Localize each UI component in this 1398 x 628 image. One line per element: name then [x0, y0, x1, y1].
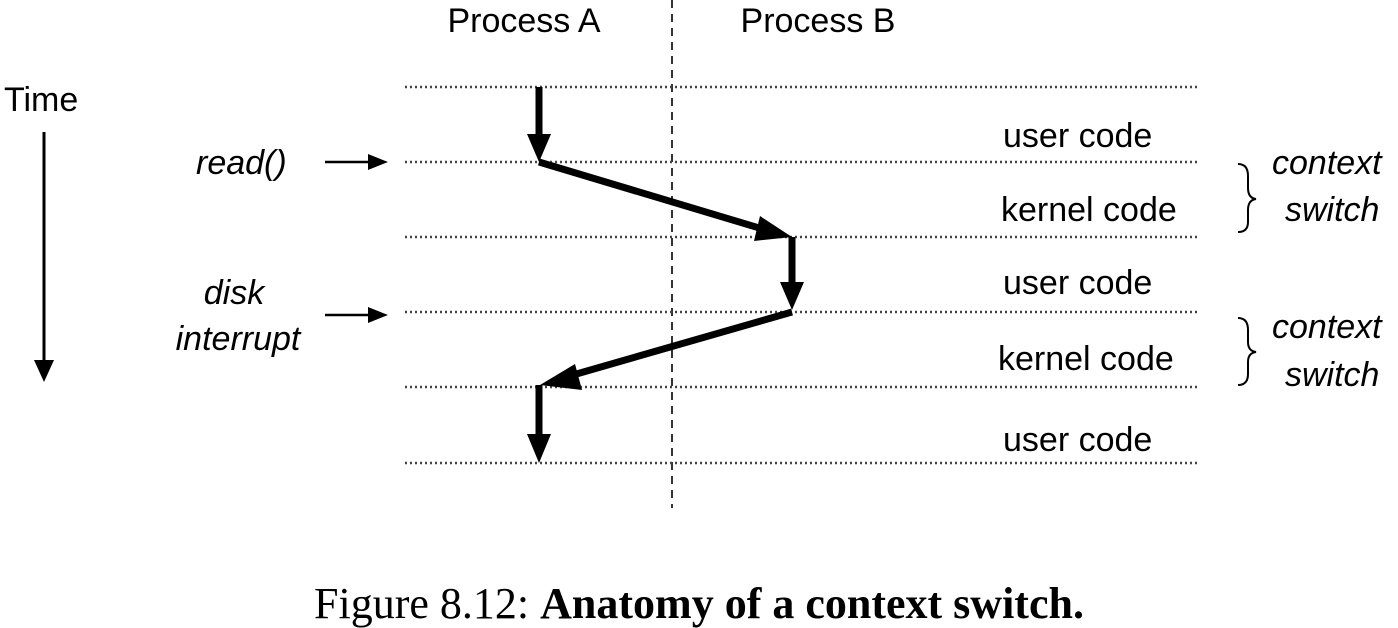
caption-prefix: Figure 8.12:	[314, 579, 541, 628]
context-switch-label-line1: context	[1272, 144, 1382, 182]
caption-title: Anatomy of a context switch.	[540, 579, 1084, 628]
process-b-label: Process B	[740, 2, 896, 40]
time-axis-arrow	[34, 132, 54, 382]
exec-arrow-a-to-b	[537, 158, 792, 241]
read-call-label: read()	[196, 144, 287, 182]
time-label: Time	[4, 81, 79, 119]
exec-arrow-b-to-a	[540, 308, 793, 390]
figure-caption: Figure 8.12: Anatomy of a context switch…	[0, 582, 1398, 626]
context-switch-label-line2: switch	[1285, 356, 1380, 394]
exec-arrow-a-user-2	[527, 385, 551, 463]
region-label-kernel-code: kernel code	[998, 340, 1174, 378]
context-switch-brace	[1237, 163, 1257, 233]
region-label-user-code: user code	[1003, 421, 1153, 459]
context-switch-brace	[1237, 317, 1257, 386]
execution-path	[527, 87, 804, 463]
region-label-user-code: user code	[1003, 264, 1153, 302]
exec-arrow-b-user	[780, 237, 804, 310]
disk-interrupt-label-line1: disk	[203, 274, 265, 312]
process-a-label: Process A	[447, 2, 601, 40]
region-label-kernel-code: kernel code	[1001, 191, 1177, 229]
exec-arrow-a-user-1	[527, 87, 551, 162]
disk-interrupt-label-line2: interrupt	[175, 320, 301, 358]
context-switch-label-line1: context	[1272, 308, 1382, 346]
context-switch-label-line2: switch	[1285, 191, 1380, 229]
disk-interrupt-arrow	[325, 307, 388, 323]
region-label-user-code: user code	[1003, 117, 1153, 155]
read-event-arrow	[325, 154, 388, 170]
